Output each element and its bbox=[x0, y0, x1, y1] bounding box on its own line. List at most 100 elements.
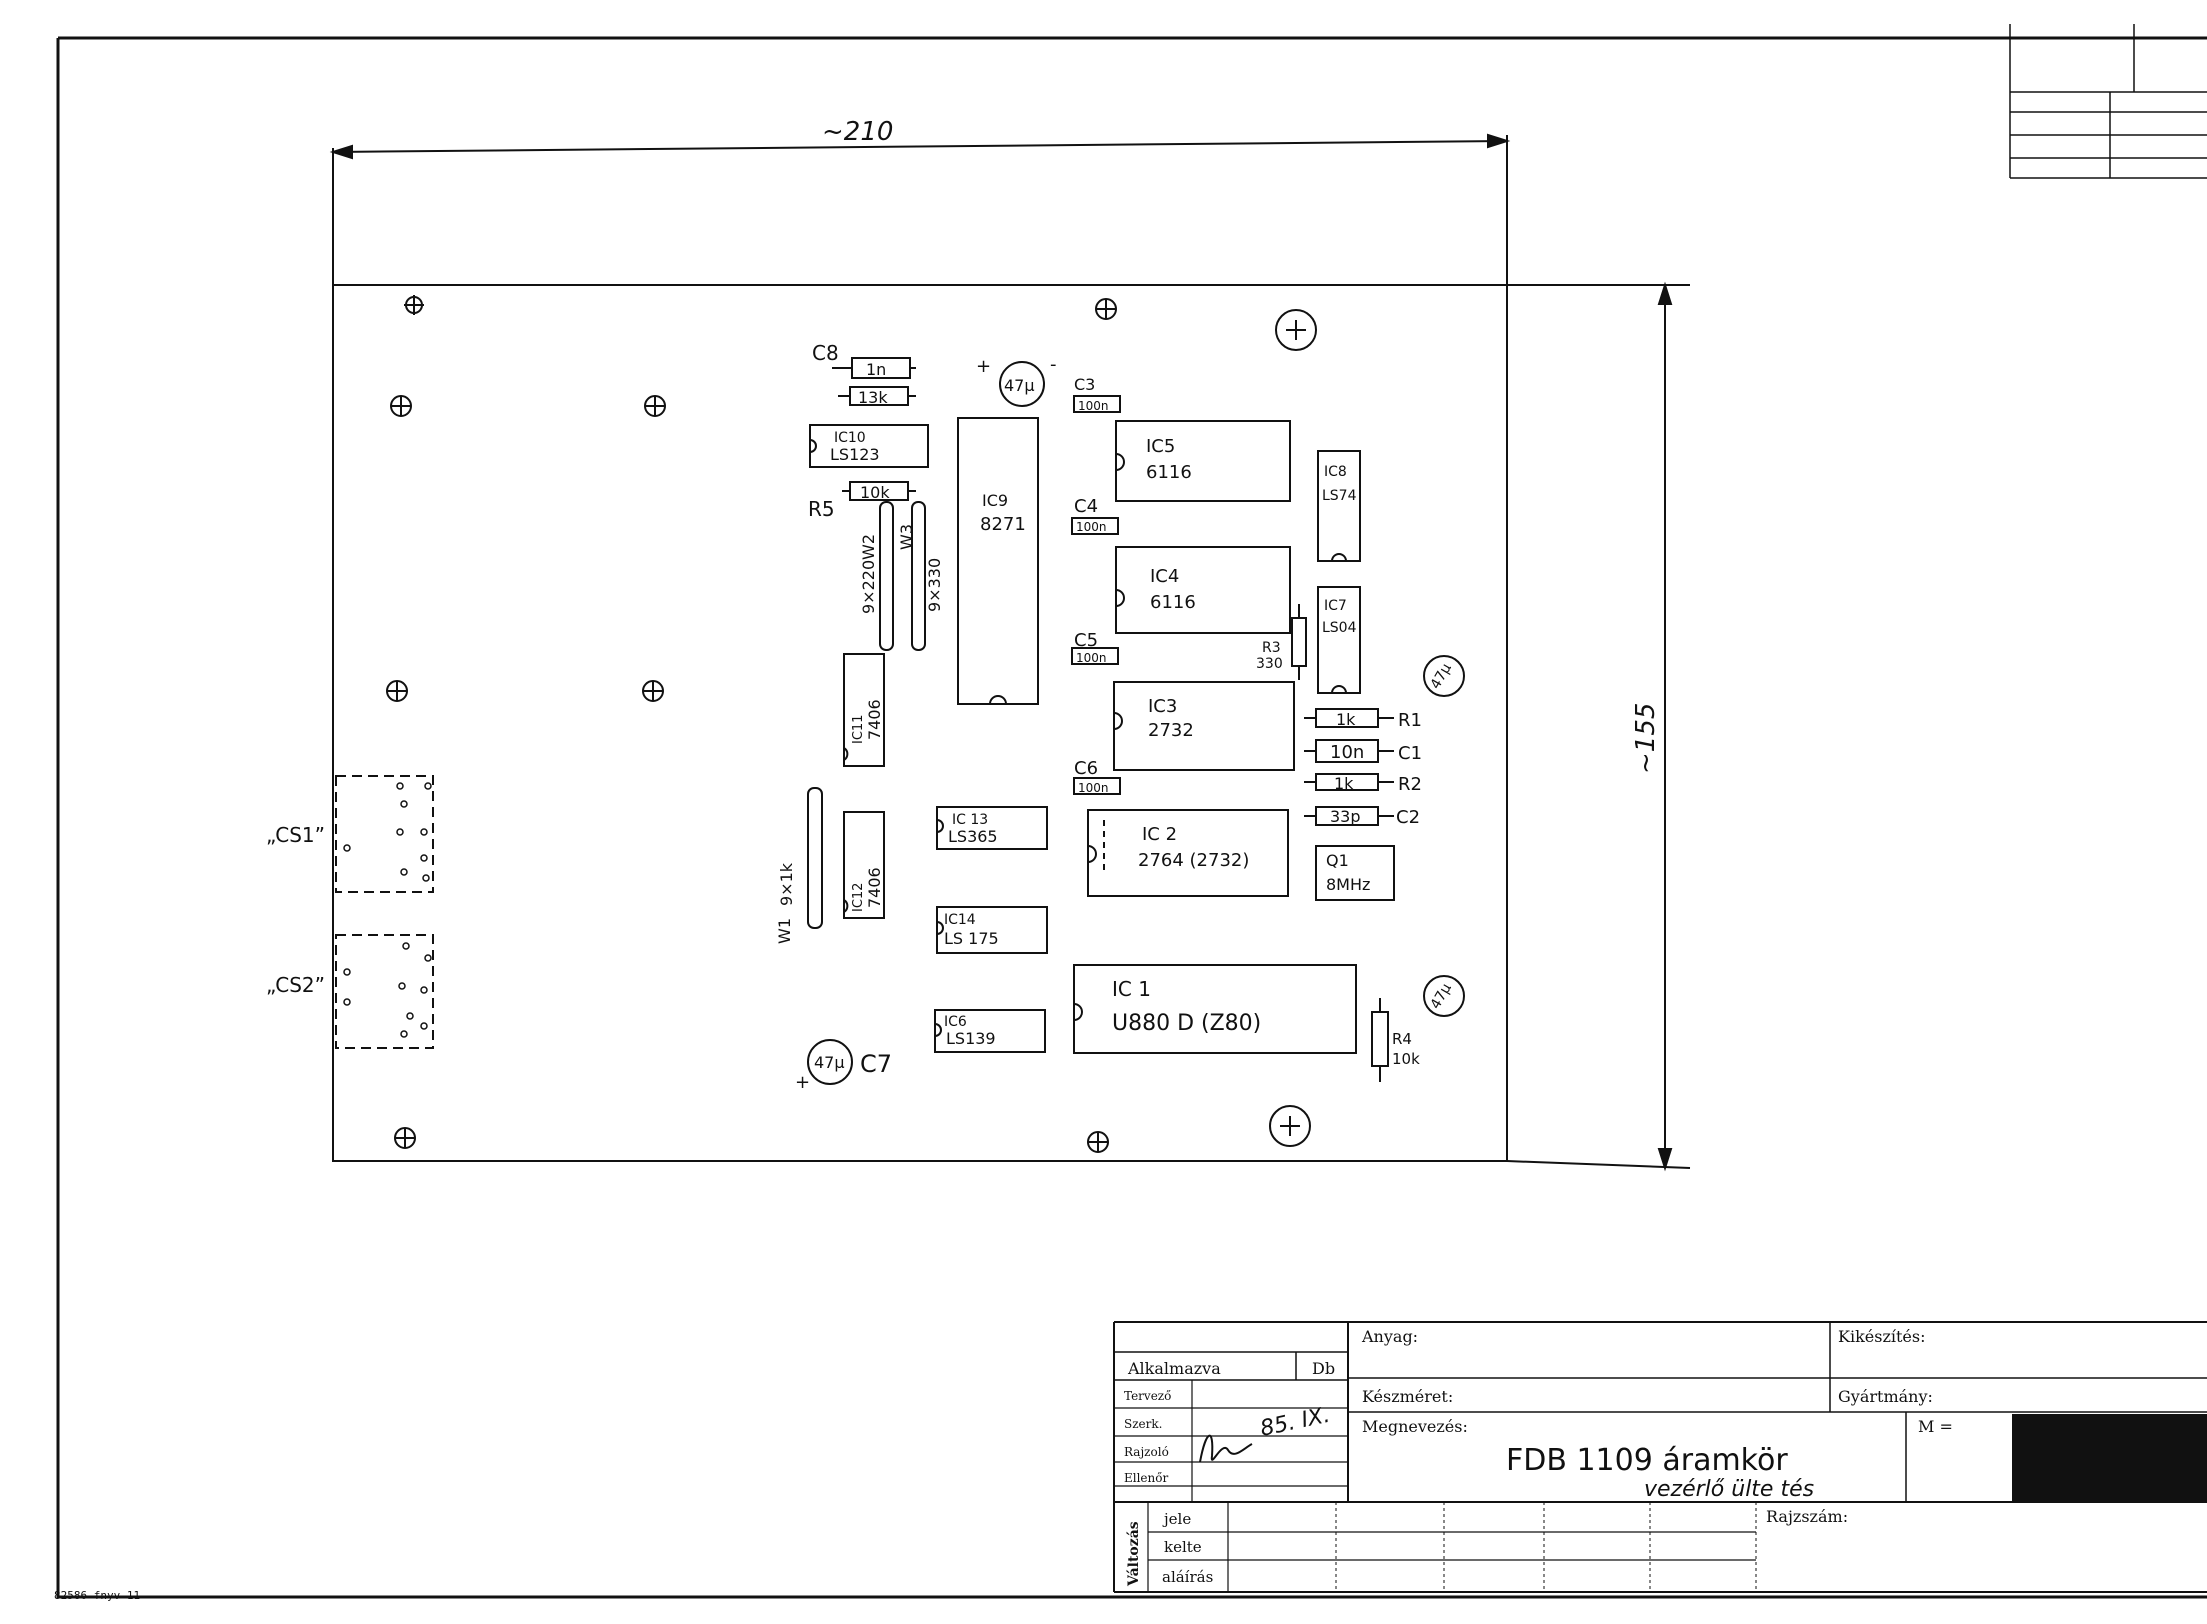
c4-ref: C4 bbox=[1074, 496, 1098, 517]
ic8-part: LS74 bbox=[1322, 488, 1357, 504]
hole-3 bbox=[390, 395, 412, 417]
megnevezes-label: Megnevezés: bbox=[1362, 1417, 1468, 1436]
alairas-label: aláírás bbox=[1162, 1568, 1213, 1586]
rajzolo-label: Rajzoló bbox=[1124, 1445, 1169, 1459]
c47-top-body bbox=[999, 361, 1045, 407]
ic11-ref: IC11 bbox=[851, 715, 866, 744]
w1-ref: W1 bbox=[775, 918, 794, 944]
c4-body bbox=[1071, 517, 1119, 535]
c8-ref: C8 bbox=[812, 341, 839, 365]
signature bbox=[1199, 1434, 1253, 1463]
kikeszites-label: Kikészítés: bbox=[1838, 1327, 1926, 1346]
hole-2 bbox=[1095, 298, 1117, 320]
w2-value: 9×220 bbox=[859, 560, 878, 614]
c7-body bbox=[807, 1039, 853, 1085]
ic7-ref: IC7 bbox=[1324, 598, 1347, 614]
cs2-connector bbox=[335, 934, 434, 1049]
w3-ref: W3 bbox=[897, 524, 916, 550]
drawing-name-line-2: vezérlő ülte tés bbox=[1644, 1477, 1814, 1502]
c2-body bbox=[1304, 806, 1394, 826]
hole-1 bbox=[404, 295, 424, 315]
r4-value: 10k bbox=[1392, 1050, 1420, 1068]
ic8-ref: IC8 bbox=[1324, 464, 1347, 480]
gyartmany-label: Gyártmány: bbox=[1838, 1387, 1933, 1406]
r1-body bbox=[1304, 708, 1394, 728]
r13k-body bbox=[838, 386, 916, 406]
valtozas-label: Változás bbox=[1126, 1521, 1142, 1587]
hole-large-1 bbox=[1275, 309, 1317, 351]
ic11-body bbox=[843, 653, 885, 767]
r5-ref: R5 bbox=[808, 497, 835, 521]
ic4-part: 6116 bbox=[1150, 592, 1196, 613]
r4-ref: R4 bbox=[1392, 1030, 1412, 1048]
c47-top-plus: + bbox=[976, 356, 991, 377]
cs2-label: „CS2” bbox=[266, 973, 325, 997]
board-outline bbox=[332, 284, 1508, 1162]
ic3-body bbox=[1113, 681, 1295, 771]
c5-body bbox=[1071, 647, 1119, 665]
r2-value: 1k bbox=[1334, 774, 1354, 793]
footer-code: 82586 fnyv 11 bbox=[54, 1589, 141, 1602]
hole-8 bbox=[1087, 1131, 1109, 1153]
w2-ref: W2 bbox=[859, 534, 878, 560]
c2-value: 33p bbox=[1330, 807, 1361, 826]
ic10-part: LS123 bbox=[830, 445, 880, 464]
r4-body bbox=[1371, 998, 1389, 1082]
r1-value: 1k bbox=[1336, 710, 1356, 729]
drawing-name-line-1: FDB 1109 áramkör bbox=[1506, 1443, 1788, 1478]
kelte-label: kelte bbox=[1164, 1538, 1202, 1556]
sheet-border bbox=[56, 36, 2207, 1599]
ic12-part: 7406 bbox=[865, 867, 884, 908]
ic3-part: 2732 bbox=[1148, 720, 1194, 741]
ic2-part: 2764 (2732) bbox=[1138, 850, 1249, 871]
c4-value: 100n bbox=[1076, 520, 1107, 534]
r3-body bbox=[1291, 604, 1307, 680]
ic3-ref: IC3 bbox=[1148, 696, 1177, 717]
c1-value: 10n bbox=[1330, 742, 1364, 763]
redacted-box bbox=[2012, 1414, 2207, 1502]
szerk-label: Szerk. bbox=[1124, 1417, 1162, 1431]
ic10-ref: IC10 bbox=[834, 430, 866, 446]
ic14-part: LS 175 bbox=[944, 929, 999, 948]
ic7-body bbox=[1317, 586, 1361, 694]
r3-ref: R3 bbox=[1262, 640, 1281, 656]
c47-top-value: 47μ bbox=[1004, 376, 1035, 395]
ic4-ref: IC4 bbox=[1150, 566, 1179, 587]
ic8-body bbox=[1317, 450, 1361, 562]
ic6-ref: IC6 bbox=[944, 1014, 967, 1030]
r5-body bbox=[842, 481, 916, 501]
c1-ref: C1 bbox=[1398, 743, 1422, 764]
revision-block bbox=[2009, 24, 2207, 179]
height-dimension-line bbox=[1506, 281, 1691, 1172]
r3-value: 330 bbox=[1256, 656, 1283, 672]
c3-body bbox=[1073, 395, 1121, 413]
tervezo-label: Tervező bbox=[1124, 1389, 1171, 1403]
c8-body bbox=[832, 357, 916, 379]
c3-value: 100n bbox=[1078, 399, 1109, 413]
connector-pins bbox=[343, 782, 432, 1038]
ic9-part: 8271 bbox=[980, 514, 1026, 535]
hole-5 bbox=[386, 680, 408, 702]
ic5-part: 6116 bbox=[1146, 462, 1192, 483]
keszmeret-label: Készméret: bbox=[1362, 1387, 1453, 1406]
c7-ref: C7 bbox=[860, 1050, 892, 1078]
w1-value: 9×1k bbox=[777, 862, 796, 906]
ic10-body bbox=[809, 424, 929, 468]
c47-right2-body bbox=[1423, 975, 1465, 1017]
c3-ref: C3 bbox=[1074, 375, 1095, 394]
cs1-connector bbox=[335, 775, 434, 893]
c6-ref: C6 bbox=[1074, 758, 1098, 779]
c8-value: 1n bbox=[866, 360, 886, 379]
hole-large-2 bbox=[1269, 1105, 1311, 1147]
ic2-body bbox=[1087, 809, 1289, 897]
r1-ref: R1 bbox=[1398, 710, 1422, 731]
r2-ref: R2 bbox=[1398, 774, 1422, 795]
c47-right1-value: 47μ bbox=[1428, 661, 1455, 692]
jele-label: jele bbox=[1162, 1510, 1191, 1528]
c2-ref: C2 bbox=[1396, 807, 1420, 828]
ic1-ref: IC 1 bbox=[1112, 977, 1151, 1001]
hole-6 bbox=[642, 680, 664, 702]
width-dimension-label: ~210 bbox=[822, 117, 893, 147]
w2-resistor-array bbox=[879, 501, 894, 651]
